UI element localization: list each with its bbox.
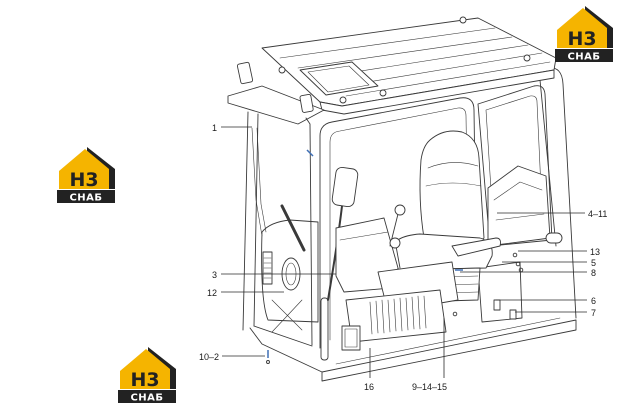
seat-backrest [419, 130, 485, 247]
rear-cabinet-detail [493, 181, 545, 221]
floor-panel-grate [344, 328, 358, 348]
lifting-eye [339, 96, 347, 104]
monitor [331, 166, 359, 208]
logo-mark: H3 [130, 369, 159, 391]
front-window-frame [319, 97, 477, 349]
callout-labels: 1 4–11 13 5 8 3 12 6 7 10–2 16 9–14–15 [199, 123, 607, 392]
logo-bar [118, 390, 176, 403]
floor-mat-edge [335, 317, 561, 365]
door-gas-strut [280, 204, 306, 252]
callout-8: 8 [591, 268, 596, 278]
bolt [266, 360, 270, 364]
logo-left: H3 СНАБ [57, 147, 115, 204]
logo-top-right: H3 СНАБ [555, 6, 613, 63]
front-window-glass [329, 107, 469, 341]
cab-floor [249, 319, 577, 382]
bolt [512, 252, 518, 258]
callout-12: 12 [207, 288, 217, 298]
seat-armrest [451, 237, 501, 257]
heater-box [345, 289, 447, 343]
logo-name: СНАБ [130, 393, 163, 404]
logo-mark: H3 [69, 169, 98, 191]
sun-visor [227, 85, 325, 125]
callout-10-2: 10–2 [199, 352, 219, 362]
logo-bar [555, 49, 613, 62]
logo-bottom-left: H3 СНАБ [118, 347, 176, 404]
grab-handle [320, 297, 329, 361]
lower-right-box [477, 261, 523, 323]
callout-3: 3 [212, 270, 217, 280]
lifting-eye [278, 66, 286, 74]
logo-house [120, 349, 170, 389]
lifting-eyes [278, 16, 531, 104]
lifting-eye [523, 54, 531, 62]
left-joystick-knob [394, 204, 406, 216]
door-bottom-edge [253, 325, 313, 347]
leader-lines [221, 126, 587, 378]
rear-vent [545, 232, 563, 244]
cab-drawing [227, 16, 577, 382]
part-marker [306, 149, 314, 157]
logo-name: СНАБ [69, 193, 102, 204]
callout-5: 5 [591, 258, 596, 268]
lifting-eye [459, 16, 467, 24]
logo-house [557, 8, 607, 48]
heater-grille [369, 295, 427, 335]
front-left-pillar [242, 111, 313, 346]
right-joystick-knob [389, 237, 401, 249]
seat-seams [425, 162, 482, 187]
callout-4-11: 4–11 [588, 209, 607, 219]
logo-bar [57, 190, 115, 203]
right-joystick [395, 245, 401, 269]
floor-panel [341, 325, 361, 351]
callout-16: 16 [364, 382, 374, 392]
pillar-cables [251, 127, 267, 237]
callout-7: 7 [591, 308, 596, 318]
logo-house [59, 149, 109, 189]
lifting-eye [379, 89, 387, 97]
door-cross-brace [271, 299, 303, 333]
callout-1: 1 [212, 123, 217, 133]
floor-cylinder [509, 309, 517, 320]
roof-ribs [279, 27, 551, 97]
rear-cabinet [487, 165, 551, 247]
callout-6: 6 [591, 296, 596, 306]
roof-hatch-glass [307, 65, 370, 93]
side-door-frame [477, 85, 553, 247]
left-console-top [339, 231, 389, 241]
right-mirror [299, 93, 314, 113]
floor-cylinder [493, 299, 501, 311]
callout-9-14-15: 9–14–15 [412, 382, 447, 392]
bolt [452, 311, 458, 317]
logo-mark: H3 [567, 28, 596, 50]
logo-name: СНАБ [567, 52, 600, 63]
left-mirror [236, 61, 254, 85]
callout-13: 13 [590, 247, 600, 257]
door-slots [263, 257, 272, 279]
